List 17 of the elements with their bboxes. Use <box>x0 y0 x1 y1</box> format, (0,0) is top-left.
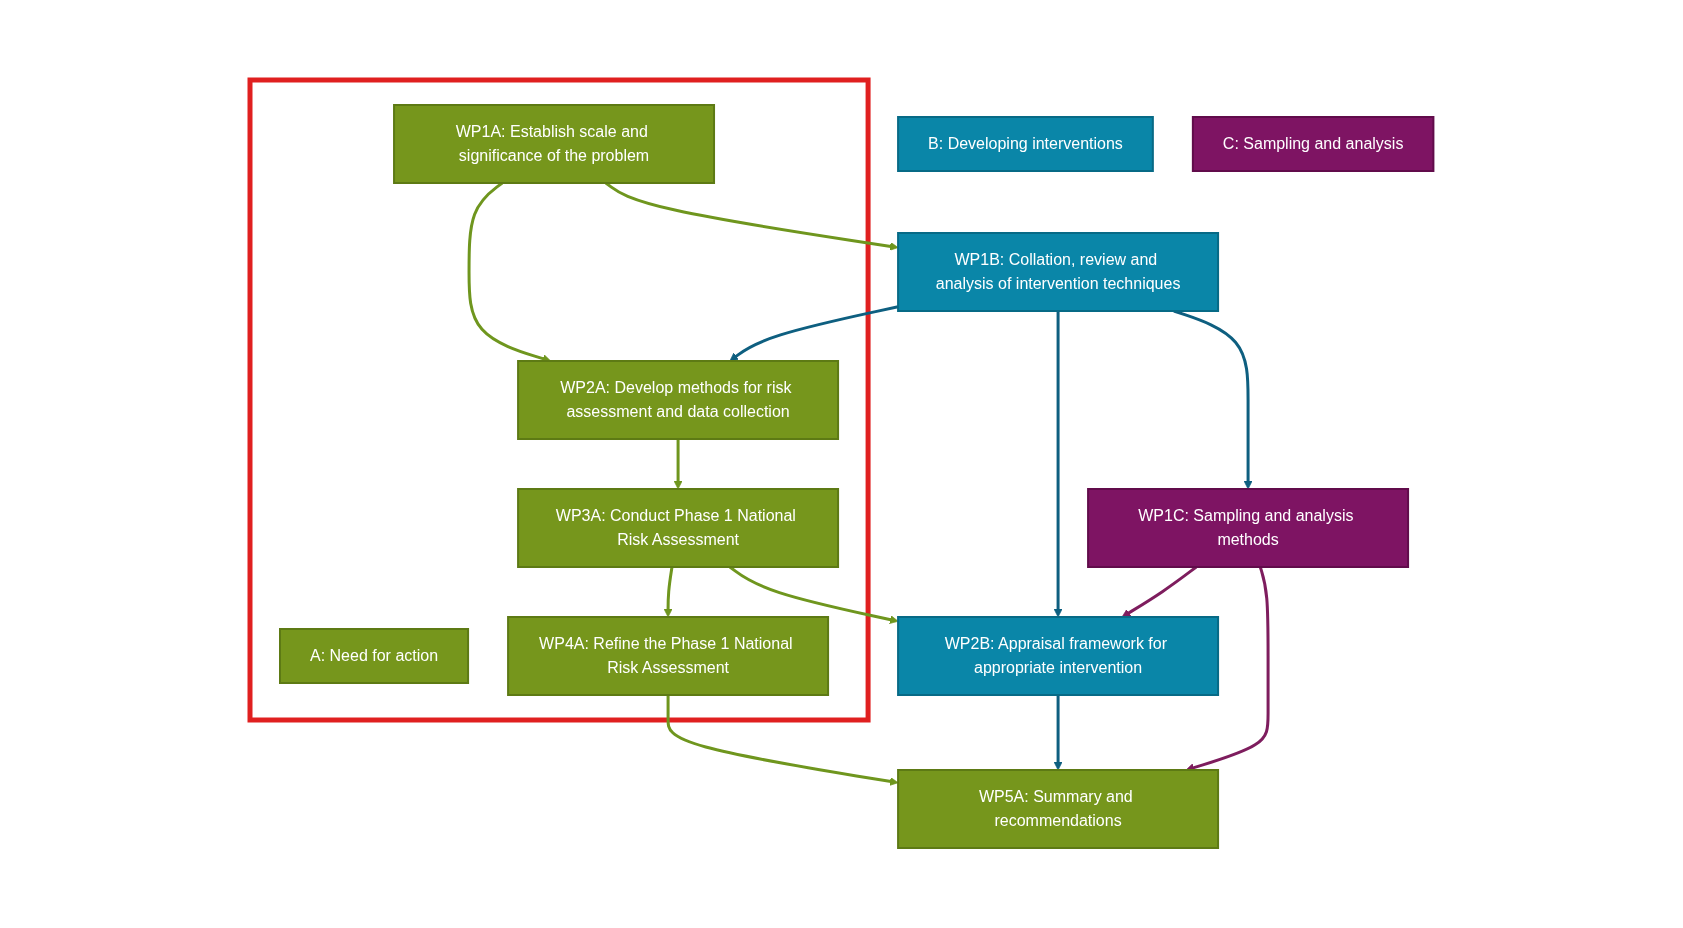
arrow <box>1053 695 1063 771</box>
node-box: WP3A: Conduct Phase 1 National Risk Assessment <box>516 488 839 568</box>
node-box: B: Developing interventions <box>896 116 1154 172</box>
arrow <box>673 439 683 490</box>
node-box: C: Sampling and analysis <box>1191 116 1435 172</box>
arrow <box>663 566 674 618</box>
arrow <box>1185 566 1270 772</box>
arrow <box>1053 311 1063 618</box>
node-box: WP2B: Appraisal framework for appropriate intervention <box>896 616 1219 696</box>
node-box: WP1B: Collation, review and analysis of intervention techniques <box>896 232 1219 312</box>
cluster <box>247 77 871 723</box>
node-box: WP1A: Establish scale and significance of the problem <box>392 104 715 184</box>
node-box: WP1C: Sampling and analysis methods <box>1086 488 1409 568</box>
node-box: A: Need for action <box>278 628 469 684</box>
node-box: WP4A: Refine the Phase 1 National Risk Assessment <box>506 616 829 696</box>
node-box: WP2A: Develop methods for risk assessment and data collection <box>516 360 839 440</box>
node-box: WP5A: Summary and recommendations <box>896 769 1219 849</box>
